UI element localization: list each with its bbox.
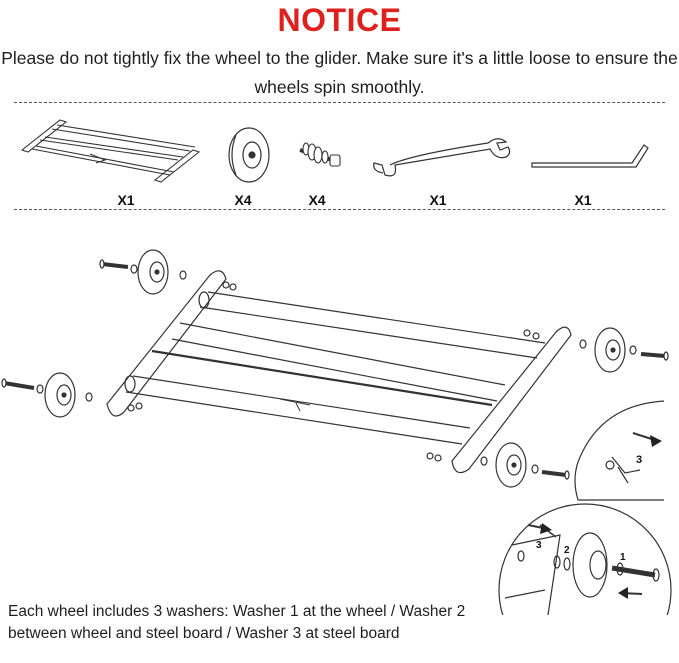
callout-top-3: 3	[636, 454, 642, 466]
qty-allen-key: X1	[574, 192, 592, 208]
qty-bolt: X4	[308, 192, 326, 208]
right-side-plate	[451, 326, 572, 474]
washer-note-line-2: between wheel and steel board / Washer 3…	[8, 625, 400, 642]
callout-washer-3: 3	[536, 540, 542, 551]
notice-line-2: wheels spin smoothly.	[254, 77, 425, 97]
parts-row	[20, 119, 649, 183]
wrench-icon	[373, 138, 511, 177]
front-tube	[125, 375, 471, 445]
notice-text: Please do not tightly fix the wheel to t…	[0, 44, 679, 102]
wheel-bottom-right	[480, 442, 570, 488]
washer-note: Each wheel includes 3 washers: Washer 1 …	[8, 601, 488, 645]
qty-wrench: X1	[429, 192, 447, 208]
qty-frame: X1	[117, 192, 135, 208]
left-side-plate	[106, 270, 227, 417]
detail-circle-bottom	[498, 503, 672, 615]
wheel-icon	[228, 127, 270, 183]
qty-wheel: X4	[234, 192, 252, 208]
wheel-top-right	[579, 327, 669, 373]
notice-line-1: Please do not tightly fix the wheel to t…	[1, 48, 678, 68]
washer-note-line-1: Each wheel includes 3 washers: Washer 1 …	[8, 603, 466, 620]
assembly-diagram: 3 3 2 1	[1, 249, 672, 615]
detail-circle-top	[574, 400, 665, 501]
bottom-divider	[14, 209, 665, 210]
top-divider	[14, 102, 665, 103]
notice-title: NOTICE	[277, 2, 402, 38]
wheel-top-left	[99, 249, 187, 295]
wheel-bottom-left	[1, 372, 93, 418]
middle-tube	[171, 322, 506, 402]
glider-frame-icon	[20, 119, 201, 183]
bolt-washer-set-icon	[299, 142, 341, 167]
callout-washer-1: 1	[620, 552, 626, 563]
allen-key-icon	[531, 144, 649, 168]
back-tube	[199, 291, 546, 359]
callout-washer-2: 2	[564, 545, 570, 556]
